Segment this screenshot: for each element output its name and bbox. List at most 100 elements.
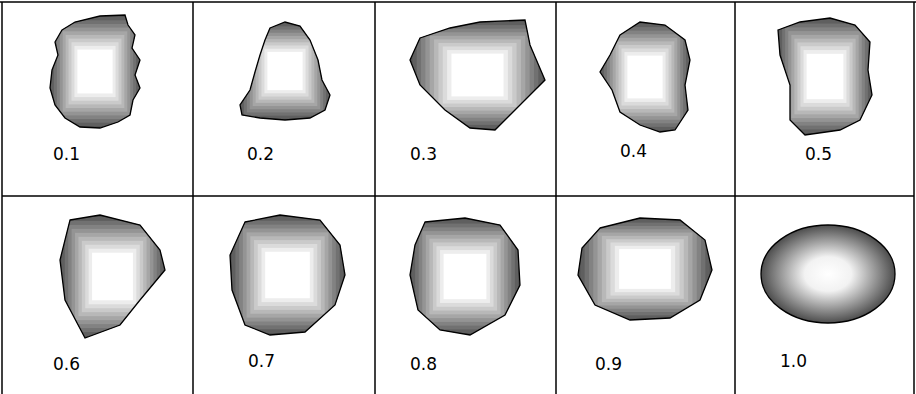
roundness-value: 0.4 bbox=[620, 143, 647, 160]
shade-band bbox=[615, 246, 675, 292]
shade-band bbox=[276, 263, 298, 286]
shade-band bbox=[254, 240, 321, 310]
shade-band bbox=[801, 46, 850, 107]
particle-shape bbox=[58, 213, 167, 340]
shade-band bbox=[99, 261, 126, 293]
shade-band bbox=[92, 253, 133, 301]
shade-band bbox=[95, 257, 129, 297]
shade-band bbox=[585, 223, 706, 316]
shade-band bbox=[247, 232, 329, 317]
shade-band bbox=[797, 42, 852, 110]
shade-band bbox=[791, 35, 858, 118]
shade-band bbox=[444, 254, 487, 299]
particle-shape bbox=[761, 225, 895, 323]
shade-band bbox=[261, 248, 313, 302]
shade-band bbox=[69, 39, 122, 105]
shade-band bbox=[250, 236, 324, 314]
particle-shape bbox=[238, 20, 332, 122]
roundness-value: 0.3 bbox=[410, 146, 437, 163]
particle-outline bbox=[410, 218, 520, 335]
shade-band bbox=[54, 20, 136, 122]
shade-band bbox=[454, 265, 475, 288]
shade-band bbox=[813, 61, 838, 91]
shade-band bbox=[72, 229, 154, 324]
shade-band bbox=[456, 57, 499, 93]
roundness-value: 0.7 bbox=[248, 353, 275, 370]
particle-fill bbox=[598, 20, 692, 134]
shade-band bbox=[433, 242, 497, 310]
shade-band bbox=[788, 31, 862, 122]
shade-band bbox=[451, 54, 503, 97]
shade-band bbox=[434, 39, 521, 110]
shade-band bbox=[85, 245, 140, 309]
particle-fill bbox=[576, 216, 714, 322]
shade-band bbox=[408, 216, 522, 337]
shade-band bbox=[606, 239, 684, 299]
shade-band bbox=[83, 57, 107, 86]
shade-band bbox=[269, 256, 306, 295]
roundness-value: 1.0 bbox=[780, 353, 807, 370]
shade-band bbox=[607, 31, 683, 124]
shade-band bbox=[262, 46, 309, 97]
shade-band bbox=[622, 49, 669, 106]
shade-band bbox=[408, 18, 547, 132]
shade-band bbox=[250, 33, 321, 110]
shade-band bbox=[77, 50, 112, 94]
particle-outline bbox=[230, 215, 345, 335]
roundness-value: 0.1 bbox=[53, 146, 80, 163]
shade-band bbox=[264, 49, 305, 94]
shade-band bbox=[623, 252, 666, 285]
shade-band bbox=[267, 52, 302, 90]
particle-fill bbox=[228, 213, 347, 337]
shade-band bbox=[415, 224, 515, 330]
shade-band bbox=[89, 249, 137, 305]
shade-band bbox=[794, 39, 855, 115]
shade-band bbox=[235, 221, 339, 330]
shade-band bbox=[244, 26, 326, 115]
particle-shape bbox=[776, 16, 874, 137]
shade-band bbox=[807, 54, 844, 99]
shade-band bbox=[75, 233, 150, 320]
shade-band bbox=[58, 213, 167, 340]
shade-band bbox=[232, 217, 344, 333]
shade-band bbox=[619, 249, 671, 289]
shade-band bbox=[616, 41, 675, 112]
roundness-value: 0.5 bbox=[805, 146, 832, 163]
particle-outline bbox=[578, 218, 712, 320]
particle-fill bbox=[48, 13, 142, 130]
shade-band bbox=[270, 55, 299, 87]
shade-band bbox=[447, 50, 508, 100]
particle-shape bbox=[576, 216, 714, 322]
shade-band bbox=[443, 47, 513, 104]
particle-fill bbox=[776, 16, 874, 137]
shade-band bbox=[259, 42, 312, 99]
shade-band bbox=[613, 38, 678, 116]
shade-band bbox=[417, 25, 539, 125]
shade-band bbox=[82, 241, 143, 312]
particle-fill bbox=[408, 18, 547, 132]
shade-band bbox=[636, 66, 654, 87]
particle-outline bbox=[60, 215, 165, 338]
shade-band bbox=[460, 61, 495, 90]
shade-band bbox=[804, 50, 847, 103]
shade-band bbox=[63, 31, 128, 111]
shade-band bbox=[239, 225, 336, 326]
shade-band bbox=[779, 20, 871, 133]
particle-outline bbox=[240, 22, 330, 120]
roundness-value: 0.2 bbox=[247, 146, 274, 163]
particle-fill bbox=[408, 216, 522, 337]
shade-band bbox=[422, 231, 508, 322]
shade-band bbox=[265, 252, 310, 299]
shade-band bbox=[601, 24, 689, 131]
shade-band bbox=[241, 23, 329, 119]
shade-band bbox=[437, 246, 494, 307]
roundness-value: 0.9 bbox=[595, 356, 622, 373]
shade-band bbox=[238, 20, 332, 122]
roundness-value: 0.6 bbox=[53, 356, 80, 373]
shade-band bbox=[57, 24, 133, 119]
shade-band bbox=[610, 34, 681, 120]
particle-outline bbox=[410, 20, 545, 130]
shade-band bbox=[74, 46, 115, 97]
shade-band bbox=[228, 213, 347, 337]
